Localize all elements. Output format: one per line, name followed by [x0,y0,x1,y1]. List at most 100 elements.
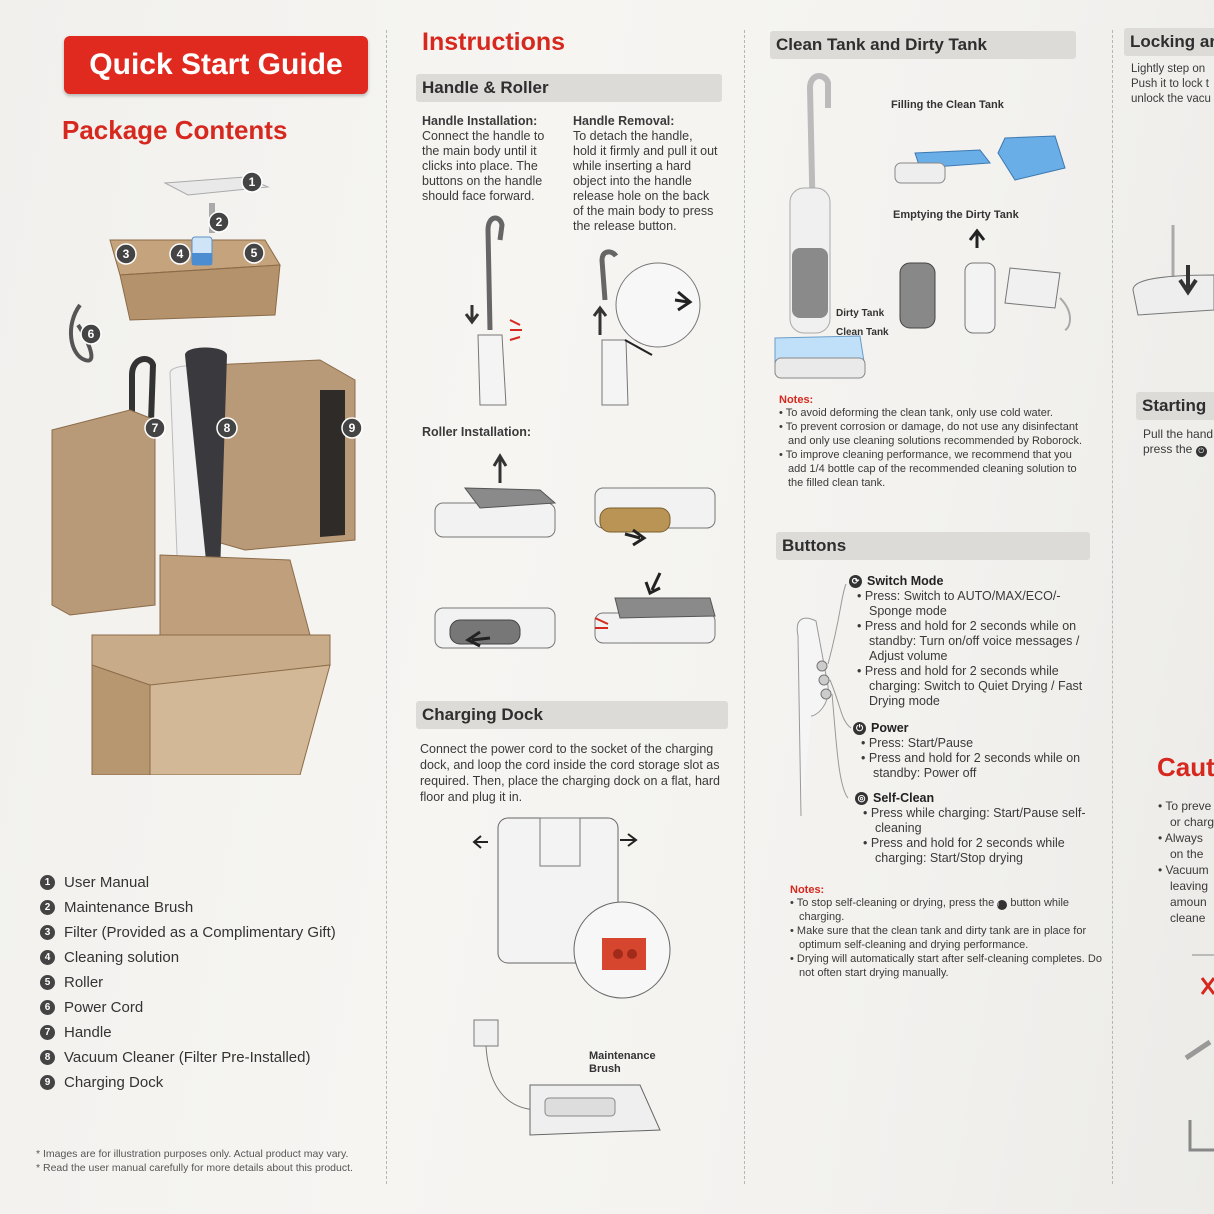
note-item: • Drying will automatically start after … [790,953,1102,979]
text-line: Push it to lock t [1131,78,1209,90]
handle-removal-text: To detach the handle, hold it firmly and… [573,129,718,233]
dirty-tank-label: Dirty Tank [836,308,885,319]
svg-text:2: 2 [216,215,223,229]
list-item: • Press and hold for 2 seconds while on … [861,751,1081,780]
notes-title: Notes: [779,394,814,406]
note-item: • To avoid deforming the clean tank, onl… [779,407,1053,419]
buttons-notes: Notes: • To stop self-cleaning or drying… [790,884,1102,980]
list-item: • Press and hold for 2 seconds while cha… [857,664,1083,708]
tank-notes: Notes: • To avoid deforming the clean ta… [779,394,1087,490]
clean-tank-label: Clean Tank [836,327,889,338]
power-icon: ⏻ [1195,446,1207,457]
svg-text:7: 7 [152,421,159,435]
text-line: • To preve [1158,799,1212,813]
text-line: leaving [1170,879,1209,893]
handle-roller-bar: Handle & Roller [416,74,722,102]
svg-text:1: 1 [249,175,256,189]
text-line: or charg [1170,815,1214,829]
package-contents-title: Package Contents [62,115,288,145]
text-line: • Always [1158,831,1203,845]
charging-dock-illustration [472,817,671,1136]
self-clean-icon: ◎ [855,792,868,805]
svg-text:8: 8 [224,421,231,435]
svg-text:3: 3 [123,247,130,261]
handle-installation-text: Connect the handle to the main body unti… [422,129,545,203]
svg-text:9: 9 [349,421,356,435]
notes-title: Notes: [790,884,825,896]
footnote-manual: * Read the user manual carefully for mor… [36,1162,353,1174]
text-line: press the ⏻ [1143,442,1213,457]
locking-text: Lightly step on Push it to lock t unlock… [1131,62,1211,107]
list-item: • Press: Start/Pause [861,736,974,750]
self-clean-icon: ◎ [993,900,1008,910]
instructions-title: Instructions [422,28,566,56]
svg-text:5: 5 [251,246,258,260]
self-clean-block: ◎Self-Clean • Press while charging: Star… [855,791,1087,866]
switch-mode-icon: ⟳ [849,575,862,588]
text-line: cleane [1170,911,1206,925]
locking-illustration [1132,225,1214,316]
text-line: amoun [1170,895,1207,909]
list-item: • Press and hold for 2 seconds while on … [857,619,1080,663]
power-icon: ⏻ [853,722,866,735]
column-divider [1112,30,1113,1184]
self-clean-heading: ◎Self-Clean [855,791,1087,806]
starting-text: Pull the hand press the ⏻ [1143,427,1213,457]
charging-dock-text: Connect the power cord to the socket of … [420,742,720,804]
note-item: • To stop self-cleaning or drying, press… [790,897,1070,923]
handle-removal-title: Handle Removal: [573,114,675,128]
maintenance-brush-label: Maintenance Brush [589,1050,656,1075]
caution-title: Cauti [1157,752,1214,782]
starting-bar: Starting [1136,392,1214,420]
note-item: • To improve cleaning performance, we re… [779,449,1077,489]
handle-illustration [464,215,701,406]
clean-dirty-tank-bar: Clean Tank and Dirty Tank [770,31,1076,59]
roller-installation-illustration [434,453,716,649]
column-divider [744,30,745,1184]
emptying-dirty-tank-label: Emptying the Dirty Tank [893,209,1019,221]
handle-buttons-illustration [796,583,852,817]
buttons-bar: Buttons [776,532,1090,560]
tank-illustration [774,73,1071,379]
handle-removal-block: Handle Removal: To detach the handle, ho… [573,114,719,234]
text-line: Lightly step on [1131,63,1206,75]
filling-clean-tank-label: Filling the Clean Tank [891,99,1004,111]
list-item: • Press and hold for 2 seconds while cha… [863,836,1065,865]
note-item: • To prevent corrosion or damage, do not… [779,421,1083,447]
quick-start-banner: Quick Start Guide [64,36,368,94]
svg-text:6: 6 [88,327,95,341]
switch-mode-block: ⟳Switch Mode • Press: Switch to AUTO/MAX… [849,574,1089,709]
svg-text:4: 4 [177,247,184,261]
text-line: on the [1170,847,1204,861]
caution-illustration [1184,954,1214,1152]
package-contents-illustration: 1 2 3 4 5 6 7 8 9 [51,171,363,775]
roller-installation-title: Roller Installation: [422,425,532,439]
note-item: • Make sure that the clean tank and dirt… [790,925,1087,951]
handle-installation-block: Handle Installation: Connect the handle … [422,114,556,204]
footnote-illustration: * Images are for illustration purposes o… [36,1148,349,1160]
power-block: ⏻Power • Press: Start/Pause • Press and … [853,721,1083,781]
charging-dock-bar: Charging Dock [416,701,728,729]
switch-mode-heading: ⟳Switch Mode [849,574,1089,589]
text-line: Pull the hand [1143,427,1214,441]
list-item: • Press while charging: Start/Pause self… [863,806,1086,835]
handle-installation-title: Handle Installation: [422,114,538,128]
power-heading: ⏻Power [853,721,1083,736]
list-item: • Press: Switch to AUTO/MAX/ECO/-Sponge … [857,589,1061,618]
caution-text: • To preve or charg • Always on the • Va… [1158,798,1214,926]
locking-bar: Locking ar [1124,28,1214,56]
text-line: unlock the vacu [1131,93,1211,105]
column-divider [386,30,387,1184]
text-line: • Vacuum [1158,863,1209,877]
